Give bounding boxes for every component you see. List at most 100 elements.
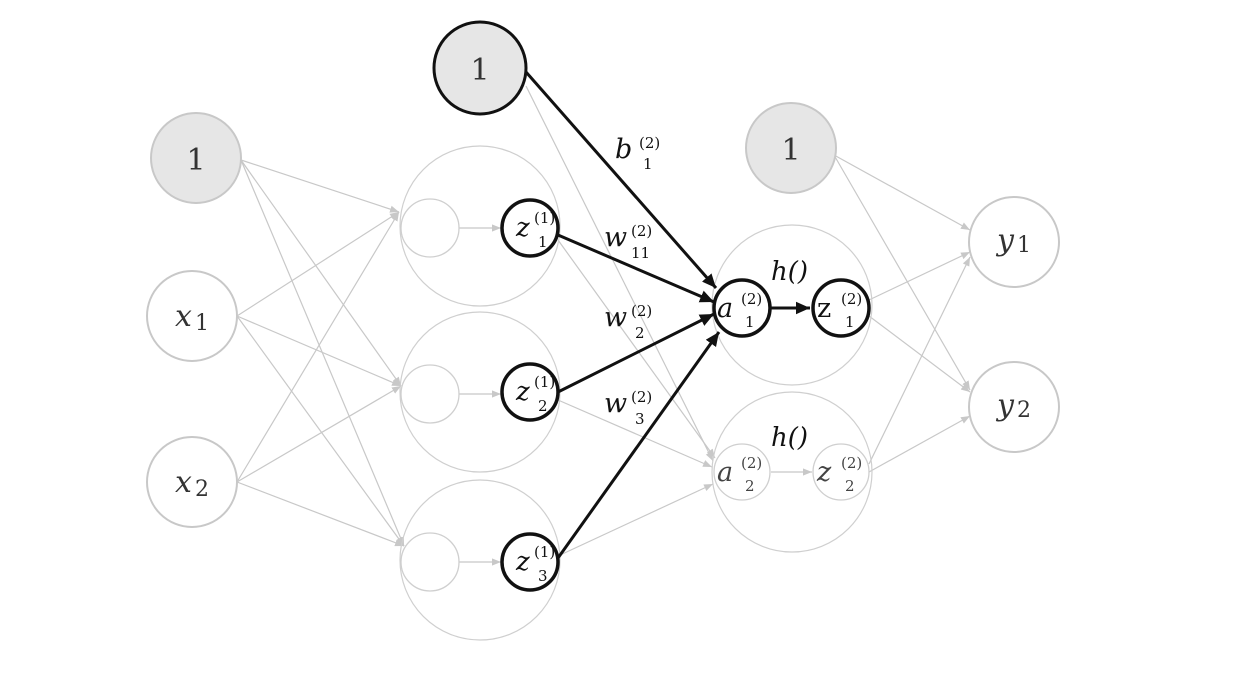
bias-input-label: 1	[186, 143, 205, 178]
faded-edge-15	[557, 483, 714, 557]
faded-edge-6	[236, 211, 400, 483]
svg-text:y1: y1	[995, 223, 1031, 258]
edge-label-b: b (2) 1	[615, 134, 660, 173]
w12-subscript: 2	[635, 324, 645, 342]
layer2-group-1	[711, 224, 873, 386]
active-edge-23	[524, 71, 718, 289]
w13-subscript: 3	[635, 410, 645, 428]
layer1-group-3	[399, 479, 561, 641]
faded-edge-12	[525, 85, 714, 462]
active-edge-26	[556, 331, 721, 559]
w13-symbol: w	[604, 388, 627, 419]
z2-2-node: z (2) 2	[812, 443, 870, 501]
faded-edge-13	[557, 239, 716, 459]
faded-edge-1	[240, 159, 402, 387]
faded-connections	[236, 85, 971, 566]
svg-text:x2: x2	[175, 465, 209, 502]
x2-subscript: 2	[195, 477, 209, 502]
edge-label-w13: w (2) 3	[604, 388, 652, 428]
z1-3-subscript: 3	[538, 567, 548, 585]
w12-superscript: (2)	[631, 302, 652, 320]
z2-1-subscript: 1	[845, 313, 855, 331]
svg-text:y2: y2	[995, 388, 1031, 423]
activation-fn-2: h()	[771, 423, 808, 453]
a2-2-symbol: a	[717, 457, 733, 488]
active-edge-24	[557, 233, 715, 304]
edge-label-w11: w (2) 11	[604, 222, 652, 262]
bias-node-layer3: 1	[745, 102, 837, 194]
z1-2-superscript: (1)	[534, 373, 555, 391]
layer1-inner-3	[400, 532, 460, 592]
bias-layer3-label: 1	[781, 133, 800, 168]
z1-3-node: z (1) 3	[500, 532, 560, 592]
layer1-group-1	[399, 145, 561, 307]
faded-edge-14	[557, 399, 713, 468]
z2-2-subscript: 2	[845, 477, 855, 495]
bias-layer2-label: 1	[470, 53, 489, 88]
x2-symbol: x	[175, 465, 192, 500]
layer1-inner-nodes	[400, 198, 460, 592]
z2-1-node: z (2) 1	[811, 278, 871, 338]
w13-superscript: (2)	[631, 388, 652, 406]
w12-symbol: w	[604, 302, 627, 333]
faded-edge-17	[833, 154, 971, 231]
w11-subscript: 11	[631, 244, 650, 262]
faded-edge-0	[240, 159, 400, 213]
activation-fn-1: h()	[771, 257, 808, 287]
faded-edge-3	[236, 211, 400, 317]
faded-edge-21	[868, 256, 971, 465]
svg-text:x1: x1	[175, 299, 209, 336]
b-subscript: 1	[643, 155, 653, 173]
faded-edge-8	[236, 481, 405, 547]
z1-2-subscript: 2	[538, 397, 548, 415]
w11-superscript: (2)	[631, 222, 652, 240]
z2-1-symbol: z	[817, 293, 831, 324]
active-edge-25	[557, 312, 715, 394]
z1-1-subscript: 1	[538, 233, 548, 251]
z1-1-superscript: (1)	[534, 209, 555, 227]
a2-2-subscript: 2	[745, 477, 755, 495]
a2-2-superscript: (2)	[741, 454, 762, 472]
faded-edge-22	[868, 415, 971, 473]
x1-subscript: 1	[195, 311, 209, 336]
a2-1-symbol: a	[717, 293, 733, 324]
z1-2-node: z (1) 2	[500, 362, 560, 422]
faded-edge-5	[236, 315, 405, 547]
faded-edge-18	[833, 154, 971, 391]
b-superscript: (2)	[639, 134, 660, 152]
layer1-inner-2	[400, 364, 460, 424]
z2-1-superscript: (2)	[841, 290, 862, 308]
faded-edge-7	[236, 385, 402, 483]
y2-symbol: y	[995, 388, 1015, 423]
edge-label-w12: w (2) 2	[604, 302, 652, 342]
z2-2-symbol: z	[816, 457, 832, 488]
bias-node-layer2: 1	[432, 20, 528, 116]
active-connections	[524, 71, 810, 559]
layer2-groups	[711, 224, 873, 553]
z1-1-symbol: z	[515, 213, 530, 243]
faded-edge-19	[868, 251, 971, 301]
y1-subscript: 1	[1017, 233, 1031, 258]
z1-1-node: z (1) 1	[500, 198, 560, 258]
y2-subscript: 2	[1017, 398, 1031, 423]
b-symbol: b	[615, 134, 632, 165]
faded-edge-20	[868, 315, 971, 393]
a2-1-node: a (2) 1	[712, 278, 772, 338]
y1-symbol: y	[995, 223, 1015, 258]
layer1-inner-1	[400, 198, 460, 258]
z1-3-symbol: z	[515, 547, 530, 577]
faded-edge-4	[236, 315, 402, 387]
x1-symbol: x	[175, 299, 192, 334]
a2-1-subscript: 1	[745, 313, 755, 331]
z1-3-superscript: (1)	[534, 543, 555, 561]
bias-node-input: 1	[150, 112, 242, 204]
layer2-group-2	[711, 391, 873, 553]
w11-symbol: w	[604, 222, 627, 253]
z1-2-symbol: z	[515, 377, 530, 407]
